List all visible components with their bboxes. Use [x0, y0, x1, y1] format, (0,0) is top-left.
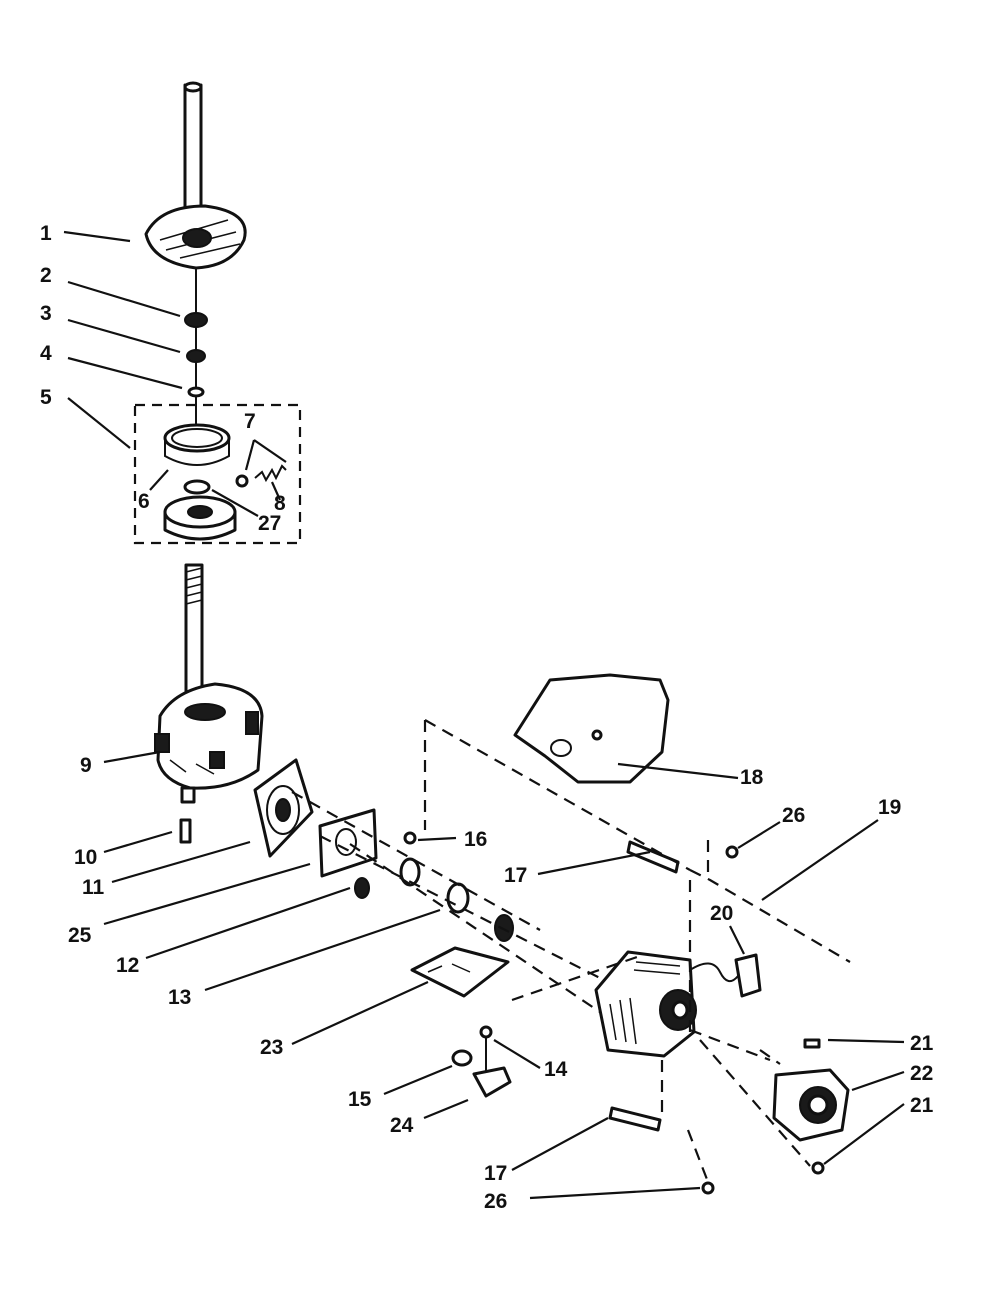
- callout-6: 6: [138, 490, 150, 513]
- part-19-motor: [594, 950, 697, 1058]
- callout-10: 10: [74, 846, 97, 869]
- callout-19: 19: [878, 796, 901, 819]
- assembly-dashed-lines: [291, 719, 851, 1183]
- callout-16: 16: [464, 828, 487, 851]
- part-22-motor-end-bracket: [772, 1068, 850, 1142]
- callout-23: 23: [260, 1036, 283, 1059]
- washer-parts-2-4: [184, 268, 208, 425]
- callout-27: 27: [258, 512, 281, 535]
- callout-14: 14: [544, 1058, 568, 1081]
- part-18-motor-mount-plate: [513, 673, 670, 784]
- callout-21-lower: 21: [910, 1094, 934, 1117]
- part-20-switch: [689, 953, 762, 998]
- callout-1: 1: [40, 222, 52, 245]
- bracket-parts-17-21-26: [608, 840, 825, 1195]
- callout-8: 8: [274, 492, 286, 515]
- part-27-brake-hub: [163, 479, 237, 541]
- part-25-cover-plate: [318, 808, 378, 878]
- callout-9: 9: [80, 754, 92, 777]
- drive-shaft-lower: [184, 563, 204, 702]
- parts-14-15-24-clamp: [451, 1025, 512, 1098]
- callout-15: 15: [348, 1088, 372, 1111]
- callout-25: 25: [68, 924, 92, 947]
- callout-11: 11: [82, 876, 105, 899]
- part-23-shield: [410, 946, 510, 998]
- callout-21-upper: 21: [910, 1032, 934, 1055]
- drive-shaft-upper: [183, 81, 203, 237]
- callout-17-lower: 17: [484, 1162, 507, 1185]
- callout-5: 5: [40, 386, 52, 409]
- callout-2: 2: [40, 264, 52, 287]
- part-6-brake-band: [163, 423, 231, 466]
- callout-18: 18: [740, 766, 764, 789]
- callout-26-upper: 26: [782, 804, 805, 827]
- coupling-parts-12-13-16: [354, 831, 514, 942]
- callout-3: 3: [40, 302, 52, 325]
- part-9-gearcase: [154, 682, 264, 804]
- callout-12: 12: [116, 954, 139, 977]
- callout-leader-lines: [63, 230, 905, 1200]
- callout-20: 20: [710, 902, 733, 925]
- callout-24: 24: [390, 1114, 414, 1137]
- part-1-drive-cam: [144, 204, 247, 270]
- callout-13: 13: [168, 986, 191, 1009]
- callout-17-upper: 17: [504, 864, 527, 887]
- part-10-bolt: [179, 818, 192, 844]
- callout-22: 22: [910, 1062, 933, 1085]
- callout-26-lower: 26: [484, 1190, 507, 1213]
- part-7-spring-part-8-pin: [235, 464, 287, 488]
- callout-7: 7: [244, 410, 256, 433]
- callout-numbers: 1 2 3 4 5 6 7 8 27 9 10 11 25 12 13 23 1…: [40, 222, 934, 1213]
- part-11-gasket: [253, 758, 314, 858]
- callout-4: 4: [40, 342, 52, 365]
- brake-assembly-group-box: [133, 403, 302, 545]
